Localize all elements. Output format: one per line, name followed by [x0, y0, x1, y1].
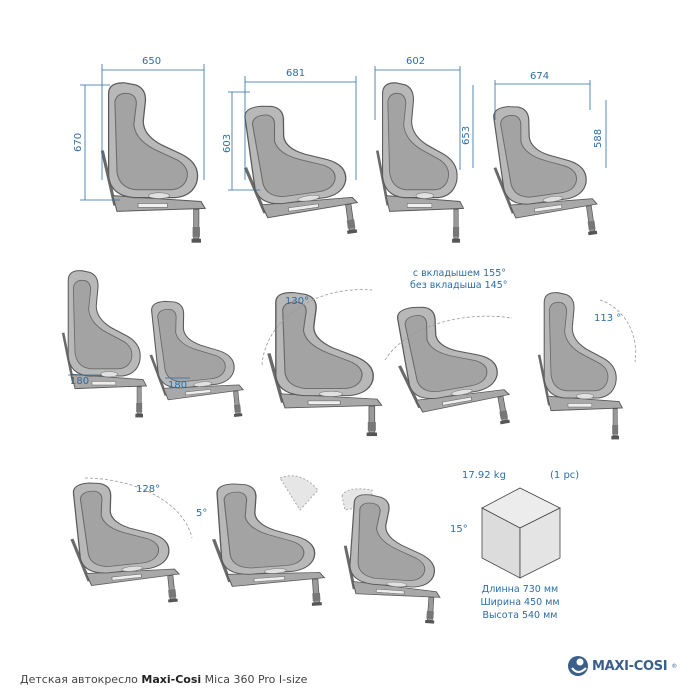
package-count: (1 pc): [550, 470, 580, 481]
seat-side-dim: [375, 81, 465, 245]
seat-rear-128: [64, 473, 184, 614]
dimension-lines-seat1: [80, 64, 205, 201]
seat-reclined-dim: [235, 93, 364, 249]
dim-seat4-width: 674: [530, 71, 550, 82]
headrest-ghost: [279, 475, 319, 511]
angle-130-label: 130°: [285, 296, 310, 307]
seat-rotated-upright: [61, 269, 148, 419]
angle-5-label: 5°: [196, 508, 208, 519]
product-caption: Детская автокресло Maxi-Cosi Mica 360 Pr…: [20, 673, 307, 686]
maxi-cosi-logo-icon: [568, 656, 588, 676]
note-with-insert: с вкладышем 155°: [412, 268, 506, 279]
caption-model: Mica 360 Pro I-size: [204, 673, 308, 686]
dim-seat1-width: 650: [142, 56, 162, 67]
dim-seat5-depth: 180: [70, 376, 90, 387]
seat-rear-facing-130: [267, 290, 384, 438]
dimension-lines-seat3: [374, 66, 474, 170]
dimension-lines-seat2: [228, 76, 357, 191]
dim-seat1-height: 670: [73, 132, 84, 152]
dim-seat2-height: 603: [222, 133, 233, 153]
seat-rotated-reclined: [144, 292, 248, 427]
angle-arc-130: [261, 289, 373, 366]
dim-seat4-height: 588: [593, 128, 604, 148]
note-without-insert: без вкладыша 145°: [410, 280, 508, 291]
caption-prefix: Детская автокресло: [20, 673, 138, 686]
angle-arc-155: [384, 315, 513, 361]
package-height: Высота 540 мм: [482, 610, 558, 621]
dim-seat2-width: 681: [286, 68, 306, 79]
angle-128-label: 128°: [136, 484, 161, 495]
logo-registered-mark: ®: [671, 663, 678, 670]
package-box-icon: [481, 487, 561, 579]
seat-rear-facing-155: [388, 291, 516, 442]
dimension-lines-seat4: [494, 80, 607, 168]
package-weight: 17.92 kg: [462, 470, 506, 481]
recline-note: с вкладышем 155° без вкладыша 145°: [410, 268, 508, 292]
caption-brand: Maxi-Cosi: [141, 673, 202, 686]
package-dimensions: Длинна 730 мм Ширина 450 мм Высота 540 м…: [470, 583, 570, 622]
angle-arc-113: [599, 299, 637, 363]
seat-tilt-15: [338, 491, 449, 626]
package-length: Длинна 730 мм: [481, 584, 559, 595]
dim-seat3-height: 653: [461, 125, 472, 145]
dim-seat6-depth: 180: [168, 380, 188, 391]
seat-side-reclined-dim: [485, 94, 603, 249]
package-width: Ширина 450 мм: [480, 597, 560, 608]
seat-upright-dim: [100, 81, 207, 245]
angle-arc-128: [84, 477, 193, 539]
dim-seat3-width: 602: [406, 56, 426, 67]
logo-text: MAXI-COSI: [592, 659, 668, 674]
angle-113-label: 113 °: [594, 313, 622, 324]
angle-15-label: 15°: [450, 524, 468, 535]
brand-logo: MAXI-COSI ®: [592, 659, 677, 674]
